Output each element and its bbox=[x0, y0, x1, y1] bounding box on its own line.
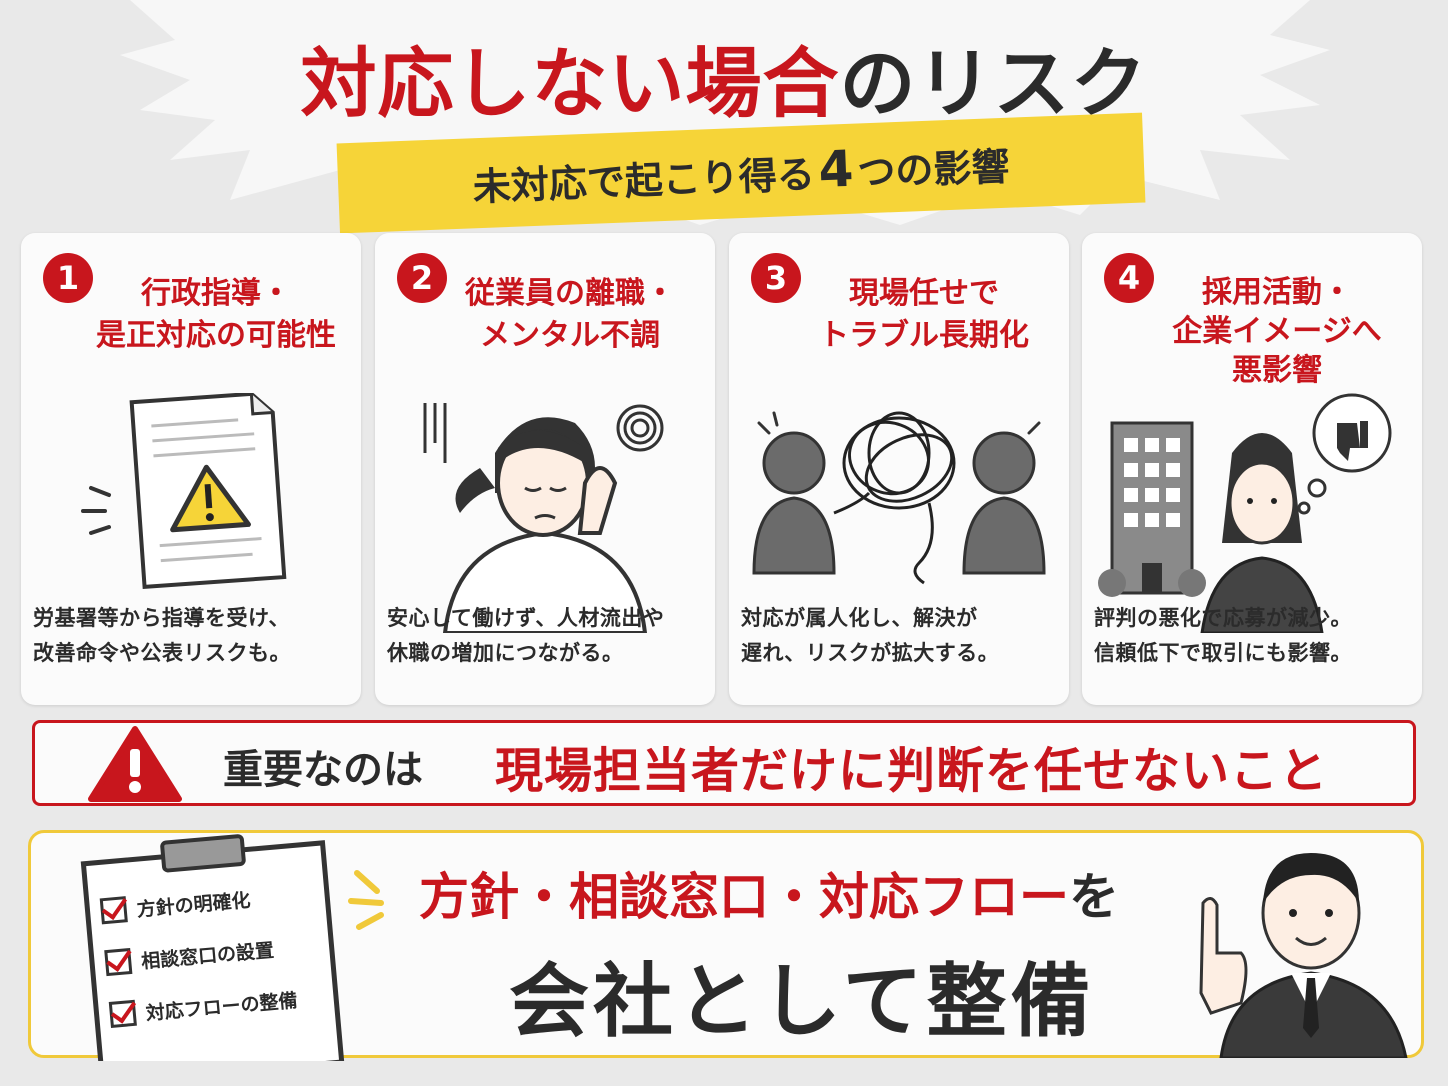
conclusion-line-2: 会社として整備 bbox=[509, 955, 1095, 1048]
businessman-pointing-icon bbox=[1199, 853, 1408, 1058]
checkbox-checked-icon bbox=[108, 999, 137, 1028]
risk-card-4: 4 採用活動・企業イメージへ悪影響 評判の悪化で応募が減少。信頼低下で取引にも影… bbox=[1082, 233, 1422, 705]
warning-triangle-icon bbox=[88, 726, 182, 802]
title-dark-part: のリスク bbox=[839, 39, 1148, 128]
card-title: 採用活動・企業イメージへ悪影響 bbox=[1172, 275, 1382, 388]
emphasis-sparks-icon bbox=[348, 870, 384, 930]
warning-document-icon bbox=[81, 393, 287, 589]
card-description: 評判の悪化で応募が減少。信頼低下で取引にも影響。 bbox=[1094, 606, 1352, 665]
card-description: 安心して働けず、人材流出や休職の増加につながる。 bbox=[387, 606, 665, 665]
important-key-message: 現場担当者だけに判断を任せないこと bbox=[495, 743, 1329, 799]
card-title: 従業員の離職・メンタル不調 bbox=[465, 276, 675, 353]
card-description: 対応が属人化し、解決が遅れ、リスクが拡大する。 bbox=[741, 606, 1000, 665]
checkbox-checked-icon bbox=[104, 947, 133, 977]
subtitle-number: 4 bbox=[817, 139, 855, 199]
conclusion-panel: 方針の明確化 相談窓口の設置 対応フローの整備 方針・相談窓口・対応フローを 会… bbox=[28, 830, 1424, 1061]
card-number-badge: 3 bbox=[751, 253, 801, 303]
subtitle-post: つの影響 bbox=[856, 144, 1011, 195]
stressed-employee-icon bbox=[423, 403, 664, 633]
card-number-badge: 2 bbox=[397, 253, 447, 303]
subtitle-pre: 未対応で起こり得る bbox=[472, 151, 816, 209]
checkbox-checked-icon bbox=[99, 896, 128, 925]
card-number-badge: 4 bbox=[1104, 253, 1154, 303]
checklist: 方針の明確化 相談窓口の設置 対応フローの整備 bbox=[99, 869, 300, 1041]
clipboard-icon bbox=[80, 834, 345, 1061]
card-description: 労基署等から指導を受け、改善命令や公表リスクも。 bbox=[33, 606, 291, 665]
conclusion-line-1: 方針・相談窓口・対応フローを bbox=[419, 868, 1119, 926]
page-title: 対応しない場合のリスク bbox=[0, 22, 1448, 132]
card-title: 行政指導・是正対応の可能性 bbox=[96, 276, 336, 353]
important-banner: 重要なのは 現場担当者だけに判断を任せないこと bbox=[32, 720, 1416, 806]
tangled-conflict-icon bbox=[752, 411, 1046, 585]
risk-card-1: 1 行政指導・是正対応の可能性 労基署等から指導を受け、改善命令や公表リスクも。 bbox=[21, 233, 361, 705]
important-prefix: 重要なのは bbox=[223, 747, 423, 793]
risk-card-2: 2 従業員の離職・メンタル不調 安心して働けず、人材流出や休職の増加につながる。 bbox=[375, 233, 715, 705]
risk-card-3: 3 現場任せでトラブル長期化 対応が属人化し、解決が遅れ、リスクが拡大する。 bbox=[729, 233, 1069, 705]
card-number-badge: 1 bbox=[43, 253, 93, 303]
company-reputation-icon bbox=[1098, 393, 1392, 633]
card-title: 現場任せでトラブル長期化 bbox=[819, 276, 1029, 353]
title-red-part: 対応しない場合 bbox=[300, 39, 840, 128]
